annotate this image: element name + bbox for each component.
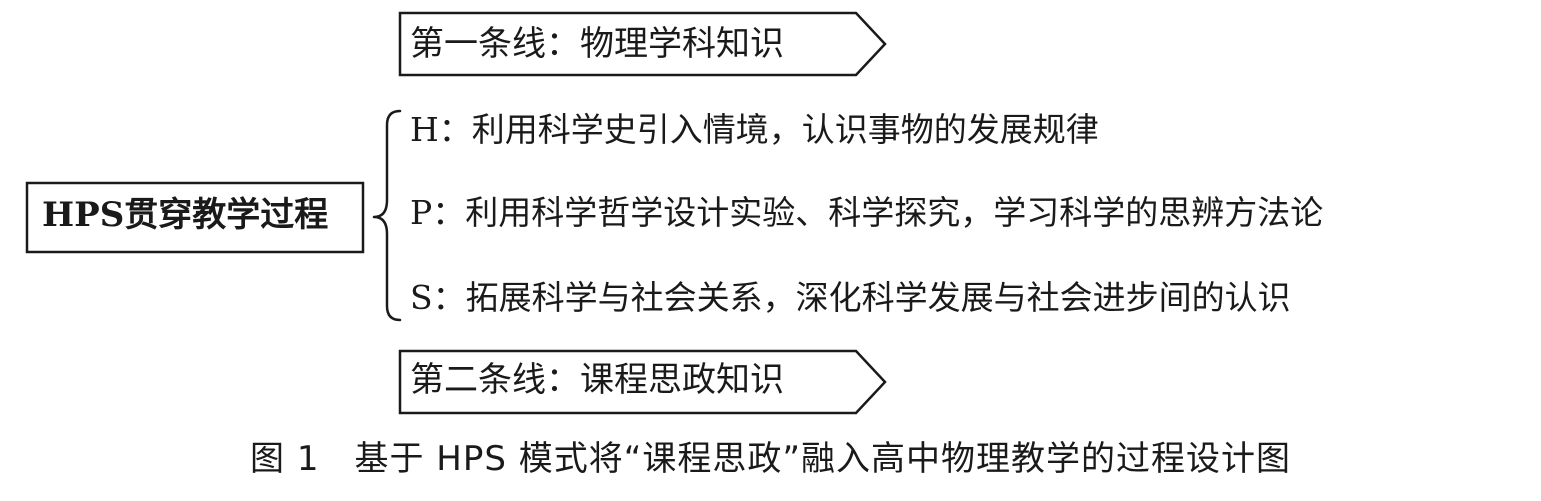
branch-s-text: S：拓展科学与社会关系，深化科学发展与社会进步间的认识: [410, 278, 1291, 317]
second-line-label: 第二条线：课程思政知识: [410, 360, 784, 400]
second-line-arrow-box: [398, 349, 887, 415]
center-label: HPS贯穿教学过程: [42, 195, 329, 235]
curly-brace: [372, 109, 402, 322]
branch-p-text: P：利用科学哲学设计实验、科学探究，学习科学的思辨方法论: [410, 193, 1324, 232]
first-line-arrow-box: [398, 11, 887, 77]
center-box: [25, 181, 365, 254]
first-line-label: 第一条线：物理学科知识: [410, 24, 784, 64]
branch-h-text: H：利用科学史引入情境，认识事物的发展规律: [410, 110, 1099, 149]
figure-caption: 图 1 基于 HPS 模式将“课程思政”融入高中物理教学的过程设计图: [250, 439, 1291, 479]
